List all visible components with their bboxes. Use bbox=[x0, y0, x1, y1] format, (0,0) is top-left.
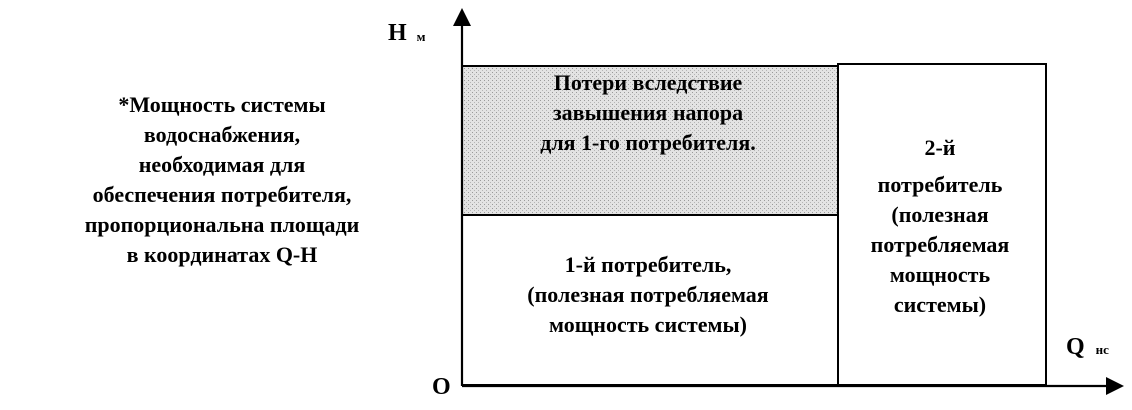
consumer2-line-6: системы) bbox=[894, 292, 986, 317]
note-line-5: пропорциональна площади bbox=[85, 212, 360, 237]
consumer1-line-3: мощность системы) bbox=[549, 312, 747, 337]
note-line-4: обеспечения потребителя, bbox=[93, 182, 352, 207]
x-axis-arrow bbox=[1106, 377, 1124, 395]
consumer2-line-3: (полезная bbox=[891, 202, 988, 227]
consumer1-region-text: 1-й потребитель, (полезная потребляемая … bbox=[527, 252, 768, 337]
losses-line-2: завышения напора bbox=[553, 100, 743, 125]
consumer2-line-4: потребляемая bbox=[871, 232, 1010, 257]
consumer1-line-1: 1-й потребитель, bbox=[565, 252, 732, 277]
consumer1-line-2: (полезная потребляемая bbox=[527, 282, 768, 307]
losses-region bbox=[462, 66, 838, 215]
consumer2-region-text: 2-й потребитель (полезная потребляемая м… bbox=[871, 135, 1010, 317]
consumer2-line-1: 2-й bbox=[924, 135, 955, 160]
x-axis-symbol: Q bbox=[1066, 334, 1085, 360]
consumer2-line-2: потребитель bbox=[878, 172, 1003, 197]
x-axis-label: Q нс bbox=[1066, 334, 1109, 360]
power-note: *Мощность системы водоснабжения, необход… bbox=[85, 92, 360, 267]
losses-line-1: Потери вследствие bbox=[554, 70, 743, 95]
consumer2-line-5: мощность bbox=[890, 262, 991, 287]
axes bbox=[453, 8, 1124, 395]
note-line-1: *Мощность системы bbox=[118, 92, 325, 117]
note-line-3: необходимая для bbox=[139, 152, 306, 177]
note-line-2: водоснабжения, bbox=[144, 122, 300, 147]
x-axis-unit: нс bbox=[1096, 342, 1109, 357]
y-axis-arrow bbox=[453, 8, 471, 26]
y-axis-symbol: H bbox=[388, 20, 407, 46]
losses-line-3: для 1-го потребителя. bbox=[540, 130, 756, 155]
y-axis-label: H м bbox=[388, 20, 426, 46]
losses-region-text: Потери вследствие завышения напора для 1… bbox=[540, 70, 756, 155]
origin-label: O bbox=[432, 374, 451, 400]
y-axis-unit: м bbox=[417, 29, 426, 44]
note-line-6: в координатах Q-H bbox=[127, 242, 318, 267]
